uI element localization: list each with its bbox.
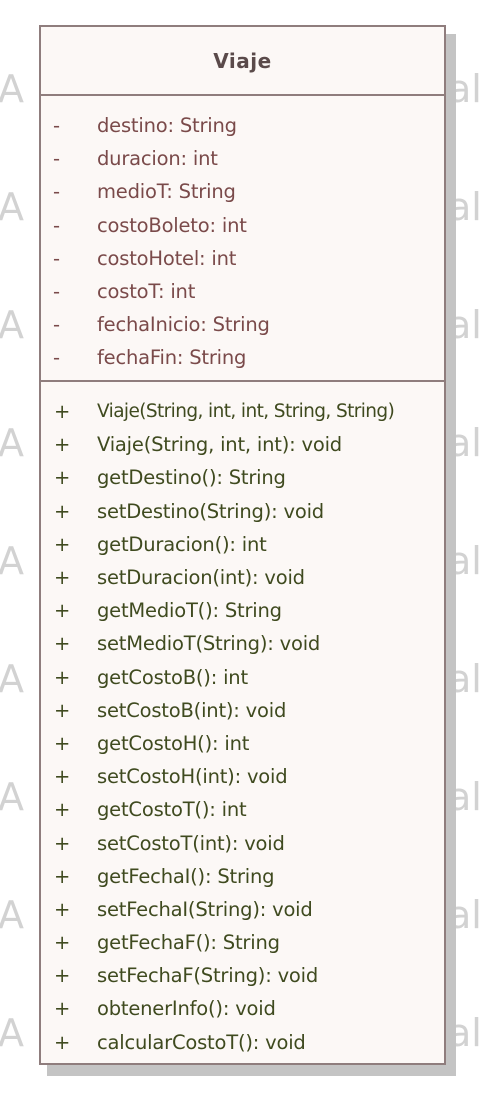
method-row: + getCostoH(): int bbox=[41, 727, 444, 760]
method-row: + Viaje(String, int, int): void bbox=[41, 428, 444, 461]
method-signature: setDestino(String): void bbox=[97, 499, 324, 523]
method-row: + getMedioT(): String bbox=[41, 594, 444, 627]
visibility-marker: - bbox=[53, 180, 61, 204]
visibility-marker: + bbox=[54, 698, 71, 722]
class-header: Viaje bbox=[41, 27, 444, 96]
visibility-marker: + bbox=[54, 831, 71, 855]
method-signature: obtenerInfo(): void bbox=[97, 997, 276, 1021]
attribute-row: - costoBoleto: int bbox=[41, 209, 444, 242]
visibility-marker: + bbox=[54, 765, 71, 789]
visibility-marker: + bbox=[54, 997, 71, 1021]
method-row: + calcularCostoT(): void bbox=[41, 1026, 444, 1059]
visibility-marker: + bbox=[54, 466, 71, 490]
watermark-letter: A bbox=[0, 421, 24, 465]
method-row: + getDestino(): String bbox=[41, 461, 444, 494]
method-row: + setCostoH(int): void bbox=[41, 760, 444, 793]
method-signature: getFechaI(): String bbox=[97, 864, 275, 888]
method-signature: setDuracion(int): void bbox=[97, 566, 305, 590]
attribute-signature: medioT: String bbox=[97, 180, 236, 204]
method-row: + setCostoT(int): void bbox=[41, 826, 444, 859]
visibility-marker: + bbox=[54, 599, 71, 623]
method-signature: getCostoB(): int bbox=[97, 665, 248, 689]
visibility-marker: + bbox=[54, 433, 71, 457]
method-signature: getDestino(): String bbox=[97, 466, 286, 490]
attribute-signature: costoT: int bbox=[97, 280, 196, 304]
visibility-marker: - bbox=[53, 114, 61, 138]
watermark-letter: A bbox=[0, 67, 24, 111]
method-row: + setMedioT(String): void bbox=[41, 627, 444, 660]
attribute-row: - destino: String bbox=[41, 109, 444, 142]
method-signature: getDuracion(): int bbox=[97, 532, 267, 556]
visibility-marker: - bbox=[53, 313, 61, 337]
class-name: Viaje bbox=[213, 48, 272, 73]
method-row: + getDuracion(): int bbox=[41, 528, 444, 561]
visibility-marker: + bbox=[54, 731, 71, 755]
method-row: + getCostoT(): int bbox=[41, 793, 444, 826]
visibility-marker: - bbox=[53, 280, 61, 304]
method-signature: setFechaI(String): void bbox=[97, 897, 313, 921]
method-row: + Viaje(String, int, int, String, String) bbox=[41, 395, 444, 428]
attribute-row: - duracion: int bbox=[41, 142, 444, 175]
attributes-compartment: - destino: String - duracion: int - medioT:… bbox=[41, 96, 444, 382]
attribute-row: - fechaFin: String bbox=[41, 341, 444, 374]
attribute-signature: destino: String bbox=[97, 114, 237, 138]
watermark-letter: A bbox=[0, 539, 24, 583]
method-row: + getFechaI(): String bbox=[41, 860, 444, 893]
method-signature: getFechaF(): String bbox=[97, 931, 280, 955]
visibility-marker: + bbox=[54, 665, 71, 689]
visibility-marker: + bbox=[54, 499, 71, 523]
method-row: + setDuracion(int): void bbox=[41, 561, 444, 594]
method-signature: getCostoH(): int bbox=[97, 731, 250, 755]
visibility-marker: + bbox=[54, 1030, 71, 1054]
visibility-marker: + bbox=[54, 897, 71, 921]
attribute-row: - costoHotel: int bbox=[41, 242, 444, 275]
method-row: + getFechaF(): String bbox=[41, 926, 444, 959]
attribute-signature: duracion: int bbox=[97, 147, 218, 171]
attribute-row: - fechaInicio: String bbox=[41, 308, 444, 341]
method-signature: getCostoT(): int bbox=[97, 798, 247, 822]
watermark-letter: A bbox=[0, 303, 24, 347]
watermark-letter: A bbox=[0, 657, 24, 701]
visibility-marker: + bbox=[54, 931, 71, 955]
watermark-letter: A bbox=[0, 185, 24, 229]
visibility-marker: + bbox=[54, 964, 71, 988]
method-signature: setCostoH(int): void bbox=[97, 765, 288, 789]
visibility-marker: + bbox=[54, 566, 71, 590]
attribute-signature: costoHotel: int bbox=[97, 246, 237, 270]
attribute-row: - medioT: String bbox=[41, 175, 444, 208]
watermark-letter: A bbox=[0, 893, 24, 937]
attribute-signature: fechaInicio: String bbox=[97, 313, 270, 337]
method-row: + setCostoB(int): void bbox=[41, 694, 444, 727]
method-signature: Viaje(String, int, int): void bbox=[97, 433, 342, 457]
visibility-marker: + bbox=[54, 400, 71, 424]
uml-class-box[interactable]: Viaje - destino: String - duracion: int - m… bbox=[39, 25, 446, 1065]
method-signature: getMedioT(): String bbox=[97, 599, 282, 623]
watermark-letter: A bbox=[0, 775, 24, 819]
watermark-letter: A bbox=[0, 1011, 24, 1055]
method-signature: Viaje(String, int, int, String, String) bbox=[97, 401, 395, 423]
method-signature: setFechaF(String): void bbox=[97, 964, 319, 988]
visibility-marker: + bbox=[54, 632, 71, 656]
visibility-marker: - bbox=[53, 346, 61, 370]
method-row: + setFechaI(String): void bbox=[41, 893, 444, 926]
method-signature: setCostoB(int): void bbox=[97, 698, 287, 722]
method-row: + setFechaF(String): void bbox=[41, 959, 444, 992]
method-row: + getCostoB(): int bbox=[41, 661, 444, 694]
methods-compartment: + Viaje(String, int, int, String, String)… bbox=[41, 382, 444, 1059]
method-signature: setCostoT(int): void bbox=[97, 831, 285, 855]
attribute-row: - costoT: int bbox=[41, 275, 444, 308]
method-signature: setMedioT(String): void bbox=[97, 632, 321, 656]
method-signature: calcularCostoT(): void bbox=[97, 1030, 306, 1054]
visibility-marker: - bbox=[53, 147, 61, 171]
visibility-marker: + bbox=[54, 532, 71, 556]
visibility-marker: - bbox=[53, 246, 61, 270]
visibility-marker: - bbox=[53, 213, 61, 237]
attribute-signature: costoBoleto: int bbox=[97, 213, 247, 237]
attribute-signature: fechaFin: String bbox=[97, 346, 247, 370]
visibility-marker: + bbox=[54, 798, 71, 822]
visibility-marker: + bbox=[54, 864, 71, 888]
method-row: + obtenerInfo(): void bbox=[41, 992, 444, 1025]
method-row: + setDestino(String): void bbox=[41, 495, 444, 528]
